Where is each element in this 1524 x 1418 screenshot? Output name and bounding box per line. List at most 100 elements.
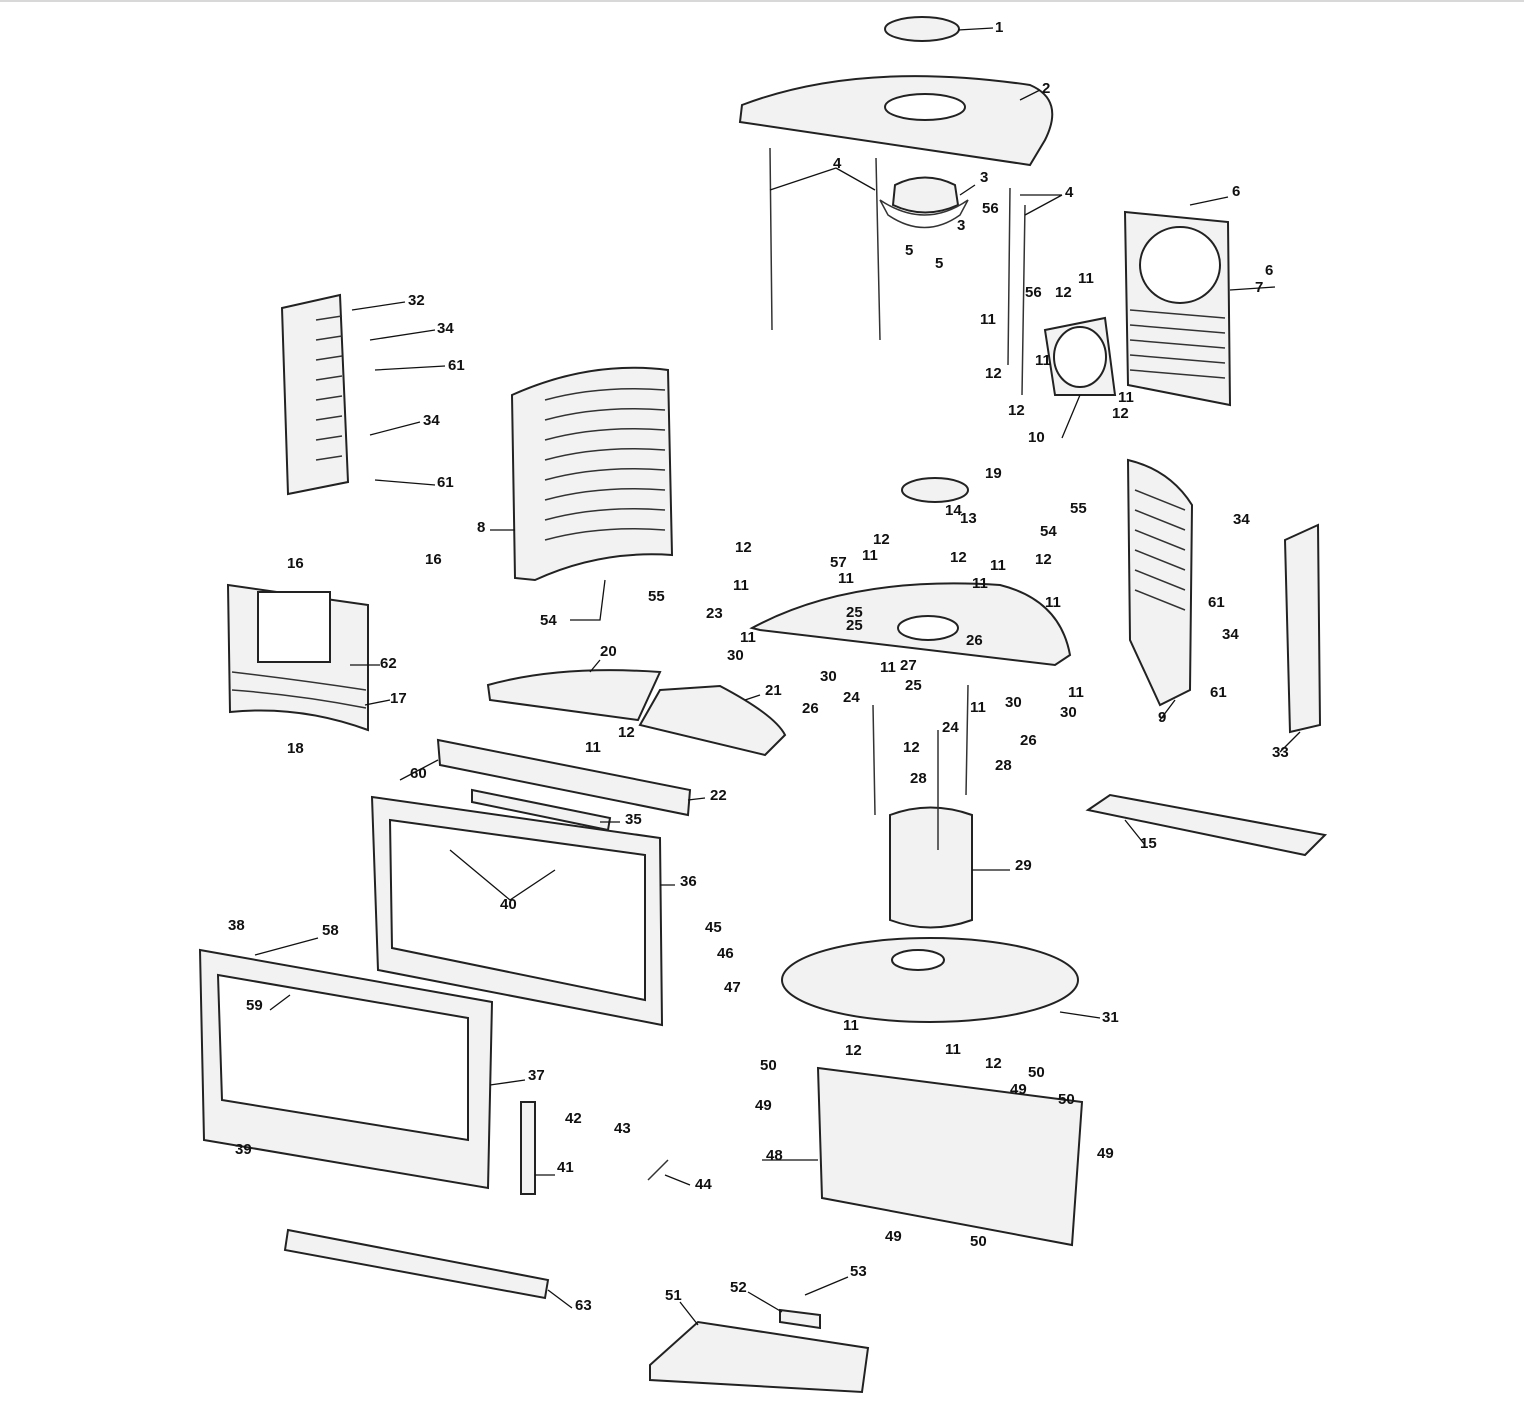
part-right-liner xyxy=(1126,458,1194,707)
callout-label: 11 xyxy=(1035,352,1051,369)
callout-label: 50 xyxy=(1028,1064,1045,1081)
callout-label: 11 xyxy=(1118,389,1134,406)
callout-label: 4 xyxy=(833,155,842,172)
callout-label: 61 xyxy=(1210,684,1227,701)
callout-label: 14 xyxy=(945,502,962,519)
callout-label: 5 xyxy=(935,255,943,272)
callout-label: 6 xyxy=(1232,183,1240,200)
callout-label: 7 xyxy=(1255,279,1263,296)
callout-label: 49 xyxy=(885,1228,902,1245)
part-top-plate-hole xyxy=(884,93,966,121)
callout-label: 1 xyxy=(995,19,1003,36)
part-left-liner-ribs xyxy=(544,388,666,541)
callout-label: 11 xyxy=(1068,684,1084,701)
callout-label: 11 xyxy=(970,699,986,716)
callout-label: 26 xyxy=(966,632,983,649)
callout-label: 61 xyxy=(1208,594,1225,611)
part-base-plate-collar xyxy=(891,949,945,971)
callout-label: 12 xyxy=(1112,405,1129,422)
callout-label: 47 xyxy=(724,979,741,996)
callout-label: 12 xyxy=(985,365,1002,382)
callout-label: 49 xyxy=(755,1097,772,1114)
callout-label: 17 xyxy=(390,690,407,707)
callout-label: 55 xyxy=(648,588,665,605)
callout-label: 50 xyxy=(1058,1091,1075,1108)
part-side-panel-left xyxy=(280,293,350,496)
callout-label: 11 xyxy=(972,575,988,592)
callout-label: 59 xyxy=(246,997,263,1014)
callout-label: 56 xyxy=(982,200,999,217)
callout-label: 38 xyxy=(228,917,245,934)
callout-label: 54 xyxy=(540,612,557,629)
callout-label: 43 xyxy=(614,1120,631,1137)
callout-label: 46 xyxy=(717,945,734,962)
callout-label: 29 xyxy=(1015,857,1032,874)
callout-label: 10 xyxy=(1028,429,1045,446)
callout-label: 4 xyxy=(1065,184,1074,201)
callout-label: 11 xyxy=(980,311,996,328)
callout-label: 53 xyxy=(850,1263,867,1280)
callout-label: 2 xyxy=(1042,80,1050,97)
callout-label: 30 xyxy=(1005,694,1022,711)
callout-label: 12 xyxy=(1008,402,1025,419)
callout-label: 57 xyxy=(830,554,847,571)
part-baffle-disc xyxy=(901,477,969,503)
callout-label: 26 xyxy=(802,700,819,717)
part-front-bar xyxy=(436,738,692,817)
callout-label: 28 xyxy=(910,770,927,787)
part-back-liner-window xyxy=(257,591,331,663)
callout-label: 41 xyxy=(557,1159,574,1176)
callout-label: 25 xyxy=(905,677,922,694)
part-base-plate xyxy=(781,937,1079,1023)
callout-label: 34 xyxy=(1233,511,1250,528)
callout-label: 55 xyxy=(1070,500,1087,517)
callout-label: 50 xyxy=(760,1057,777,1074)
part-top-plate xyxy=(738,75,1054,167)
callout-label: 54 xyxy=(1040,523,1057,540)
callout-label: 42 xyxy=(565,1110,582,1127)
callout-label: 34 xyxy=(423,412,440,429)
callout-label: 11 xyxy=(880,659,896,676)
callout-label: 22 xyxy=(710,787,727,804)
part-side-panel-right xyxy=(1283,523,1322,734)
part-ash-pan-bracket xyxy=(779,1308,821,1330)
callout-label: 20 xyxy=(600,643,617,660)
callout-label: 30 xyxy=(820,668,837,685)
callout-label: 39 xyxy=(235,1141,252,1158)
part-rod xyxy=(769,147,1026,396)
callout-label: 56 xyxy=(1025,284,1042,301)
callout-label: 9 xyxy=(1158,709,1166,726)
part-door-glass xyxy=(216,973,469,1142)
callout-label: 11 xyxy=(990,557,1006,574)
callout-label: 11 xyxy=(1045,594,1061,611)
callout-label: 50 xyxy=(970,1233,987,1250)
part-door-handle xyxy=(520,1101,536,1195)
callout-label: 12 xyxy=(735,539,752,556)
callout-label: 11 xyxy=(862,547,878,564)
callout-label: 44 xyxy=(695,1176,712,1193)
callout-label: 27 xyxy=(900,657,917,674)
callout-label: 11 xyxy=(585,739,601,756)
callout-label: 60 xyxy=(410,765,427,782)
part-back-panel-ribs xyxy=(1129,309,1226,379)
callout-label: 61 xyxy=(437,474,454,491)
callout-label: 24 xyxy=(942,719,959,736)
callout-label: 25 xyxy=(846,617,863,634)
callout-label: 12 xyxy=(903,739,920,756)
callout-label: 49 xyxy=(1010,1081,1027,1098)
callout-label: 24 xyxy=(843,689,860,706)
callout-label: 11 xyxy=(843,1017,859,1034)
leader-lines xyxy=(254,27,1301,1326)
callout-label: 49 xyxy=(1097,1145,1114,1162)
callout-label: 19 xyxy=(985,465,1002,482)
part-grate-left xyxy=(486,669,662,722)
callout-label: 37 xyxy=(528,1067,545,1084)
callout-label: 11 xyxy=(740,629,756,646)
part-convection-tube xyxy=(889,806,973,929)
callout-label: 32 xyxy=(408,292,425,309)
callout-label: 40 xyxy=(500,896,517,913)
part-back-liner-ribs xyxy=(231,671,367,709)
callout-label: 11 xyxy=(945,1041,961,1058)
top-border xyxy=(0,0,1524,2)
